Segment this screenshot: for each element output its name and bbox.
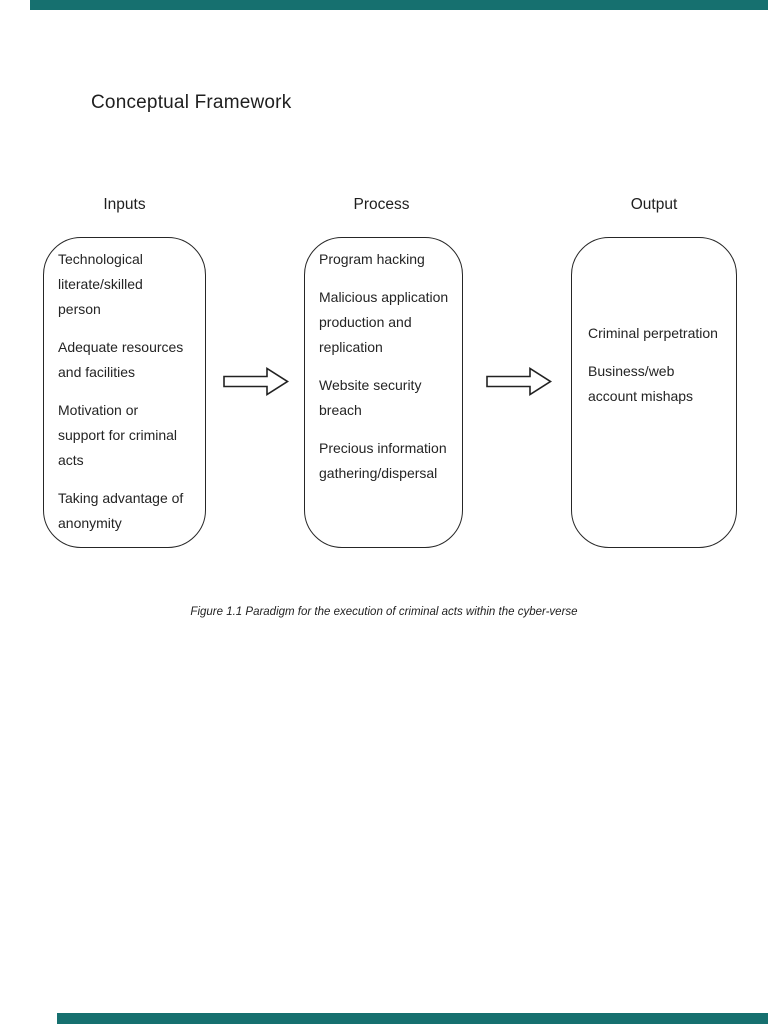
viewer-chrome-top-bar — [30, 0, 768, 10]
process-box-content: Program hacking Malicious application pr… — [305, 238, 462, 486]
inputs-item: Taking advantage of anonymity — [58, 490, 184, 531]
viewer-chrome-bottom-bar — [57, 1013, 768, 1024]
output-item: Criminal perpetration — [588, 325, 718, 341]
process-item: Precious information gathering/dispersal — [319, 440, 447, 481]
inputs-box: Technological literate/skilled person Ad… — [43, 237, 206, 548]
column-header-output: Output — [630, 196, 678, 213]
output-item: Business/web account mishaps — [588, 363, 694, 404]
inputs-item: Technological literate/skilled person — [58, 251, 143, 317]
process-item: Program hacking — [319, 251, 425, 267]
page-title: Conceptual Framework — [91, 92, 292, 113]
right-arrow-icon — [486, 367, 552, 396]
inputs-item: Motivation or support for criminal acts — [58, 402, 178, 468]
inputs-item: Adequate resources and facilities — [58, 339, 184, 380]
process-item: Website security breach — [319, 377, 422, 418]
column-header-process: Process — [353, 196, 410, 213]
column-header-inputs: Inputs — [103, 196, 146, 213]
process-item: Malicious application production and rep… — [319, 289, 449, 355]
right-arrow-icon — [223, 367, 289, 396]
process-box: Program hacking Malicious application pr… — [304, 237, 463, 548]
inputs-box-content: Technological literate/skilled person Ad… — [44, 238, 205, 536]
output-box: Criminal perpetration Business/web accou… — [571, 237, 737, 548]
figure-caption: Figure 1.1 Paradigm for the execution of… — [190, 606, 578, 618]
output-box-content: Criminal perpetration Business/web accou… — [572, 238, 736, 409]
